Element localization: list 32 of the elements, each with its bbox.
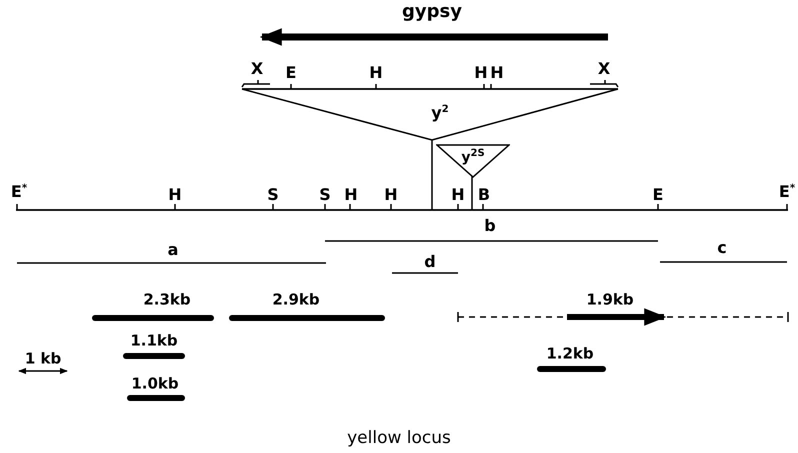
restriction-site: E$^{*}$ — [778, 184, 796, 200]
allele-label: y$^{2S}$ — [461, 149, 485, 165]
size-label: 1.1kb — [130, 334, 178, 348]
fragment-label: c — [717, 240, 727, 256]
scale-label: 1 kb — [24, 352, 62, 366]
size-label: 1.0kb — [131, 376, 179, 392]
size-label: 1.9kb — [586, 292, 634, 308]
transposon-name: gypsy — [402, 3, 462, 21]
allele-label: y$^{2}$ — [431, 104, 449, 122]
insertion-triangle — [436, 144, 510, 178]
size-label: 2.9kb — [272, 292, 320, 308]
restriction-site: X — [598, 61, 610, 77]
restriction-site: H — [369, 65, 383, 81]
restriction-site: S — [267, 187, 279, 203]
restriction-site: H — [344, 187, 358, 203]
restriction-site: H — [451, 187, 465, 203]
restriction-site: E$^{*}$ — [10, 184, 28, 200]
fragment-label: b — [484, 218, 496, 234]
restriction-site: E — [652, 187, 664, 203]
restriction-site: H — [490, 65, 504, 81]
size-label: 2.3kb — [143, 292, 191, 308]
restriction-site: H — [474, 65, 488, 81]
fragment-label: a — [168, 242, 178, 258]
restriction-site: B — [478, 187, 490, 203]
fragment-label: d — [424, 254, 436, 270]
restriction-site: H — [384, 187, 398, 203]
restriction-site: S — [319, 187, 331, 203]
restriction-site: H — [168, 187, 182, 203]
caption: yellow locus — [346, 428, 452, 448]
size-label: 1.2kb — [546, 346, 594, 362]
restriction-site: E — [286, 65, 296, 81]
restriction-site: X — [250, 61, 264, 77]
